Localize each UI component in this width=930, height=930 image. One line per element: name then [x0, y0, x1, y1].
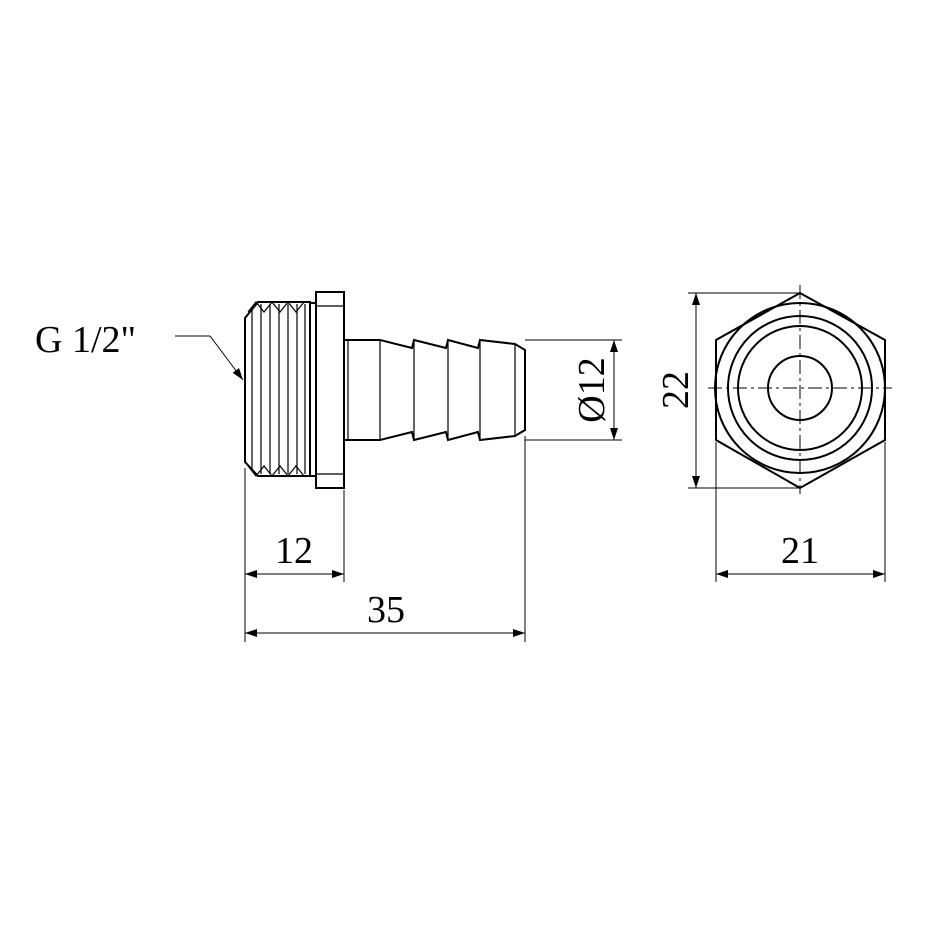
dimension-hex-width: 21	[715, 442, 886, 582]
center-mark	[708, 285, 892, 494]
hex-width-value: 21	[781, 530, 819, 572]
thread-length-value: 12	[275, 530, 313, 572]
side-view: G 1/2" 12 35 Ø12	[35, 291, 622, 642]
dimension-barb-diameter: Ø12	[525, 339, 622, 441]
dimension-hex-height: 22	[655, 292, 800, 489]
end-view: 22 21	[655, 285, 892, 582]
thread-size-label: G 1/2"	[35, 319, 136, 361]
dimension-thread-length: 12	[245, 530, 344, 578]
hose-barb	[343, 338, 526, 442]
barb-diameter-value: Ø12	[571, 357, 613, 422]
dimension-total-length: 35	[245, 589, 525, 637]
thread-callout: G 1/2"	[35, 319, 244, 381]
flange	[309, 291, 345, 489]
thread-section	[244, 301, 311, 477]
total-length-value: 35	[367, 589, 405, 631]
hex-height-value: 22	[655, 371, 697, 409]
